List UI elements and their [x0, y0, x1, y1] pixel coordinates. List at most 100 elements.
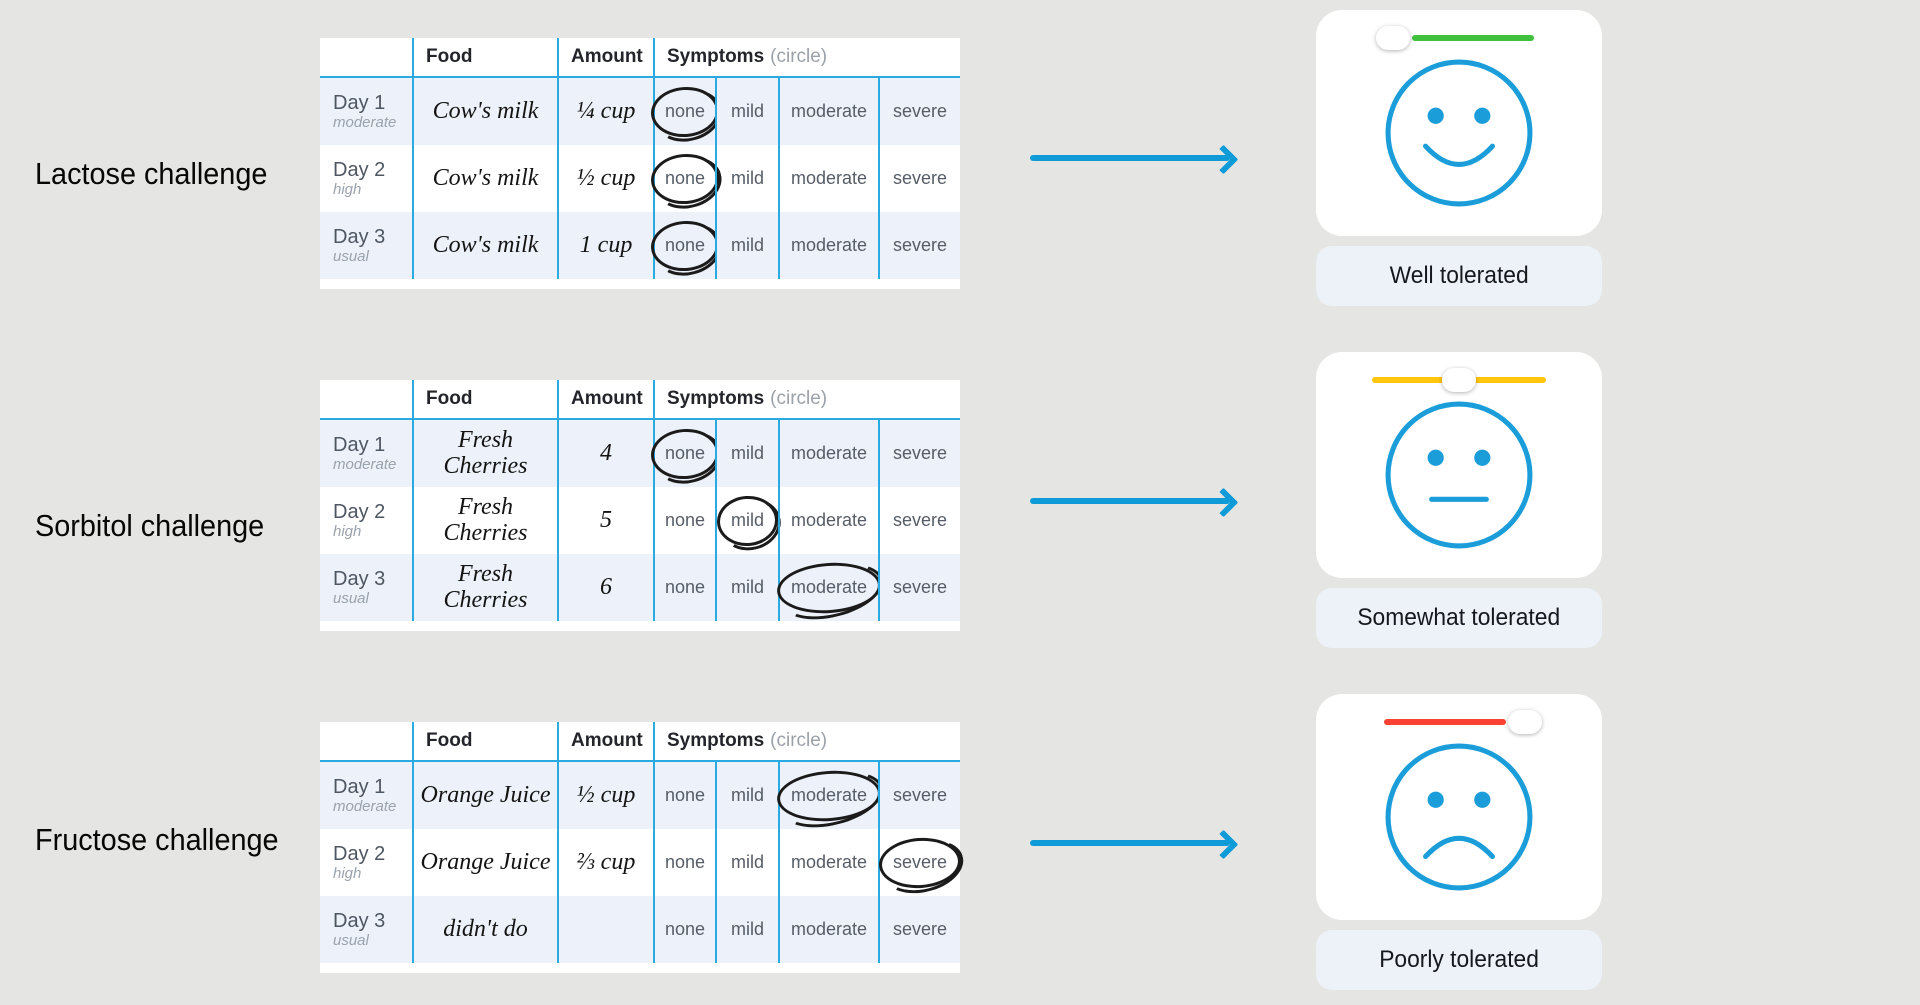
symptom-cell-mild: mild	[715, 487, 778, 554]
arrow-icon	[1030, 840, 1230, 846]
symptom-cell-severe: severe	[878, 78, 960, 145]
symptom-cell-severe: severe	[878, 212, 960, 279]
header-food: Food	[412, 380, 557, 420]
food-cell: Cow's milk	[412, 212, 557, 279]
amount-cell: 6	[557, 554, 653, 621]
tolerance-slider	[1384, 709, 1542, 735]
slider-track	[1384, 719, 1506, 725]
slider-knob-icon	[1508, 710, 1542, 734]
symptom-cell-severe: severe	[878, 487, 960, 554]
symptom-cell-none: none	[653, 554, 715, 621]
symptom-cell-mild: mild	[715, 145, 778, 212]
symptom-cell-moderate: moderate	[778, 212, 878, 279]
symptom-cell-moderate: moderate	[778, 420, 878, 487]
header-symptoms-word: Symptoms	[667, 46, 765, 67]
slider-knob-icon	[1376, 26, 1410, 50]
diary-table-lactose: Food Amount Symptoms (circle) Day 1 mode…	[320, 38, 960, 289]
result-label-poorly-tolerated: Poorly tolerated	[1316, 930, 1602, 990]
food-cell: Cow's milk	[412, 145, 557, 212]
header-empty-cell	[320, 722, 412, 762]
header-symptoms-note: (circle)	[770, 730, 828, 751]
tolerance-slider	[1376, 25, 1534, 51]
day-cell: Day 2 high	[333, 842, 386, 882]
sad-face-icon	[1385, 743, 1533, 891]
header-symptoms: Symptoms (circle)	[653, 722, 960, 762]
symptom-cell-severe: severe	[878, 420, 960, 487]
amount-cell: 5	[557, 487, 653, 554]
arrow-icon	[1030, 498, 1230, 504]
day-cell: Day 3 usual	[320, 212, 412, 279]
symptom-cell-moderate: moderate	[778, 78, 878, 145]
header-food: Food	[412, 38, 557, 78]
amount-cell: ⅔ cup	[557, 829, 653, 896]
symptom-cell-mild: mild	[715, 554, 778, 621]
symptom-cell-mild: mild	[715, 420, 778, 487]
food-cell: didn't do	[412, 896, 557, 963]
header-symptoms-note: (circle)	[770, 388, 828, 409]
result-label-somewhat-tolerated: Somewhat tolerated	[1316, 588, 1602, 648]
symptom-cell-none: none	[653, 212, 715, 279]
symptom-cell-moderate: moderate	[778, 896, 878, 963]
symptom-cell-none: none	[653, 762, 715, 829]
header-symptoms-note: (circle)	[770, 46, 828, 67]
symptom-cell-none: none	[653, 896, 715, 963]
header-empty-cell	[320, 38, 412, 78]
challenge-label-fructose: Fructose challenge	[35, 822, 279, 857]
day-cell: Day 3 usual	[320, 554, 412, 621]
symptom-cell-severe: severe	[878, 829, 960, 896]
food-cell: Fresh Cherries	[412, 487, 557, 554]
symptom-cell-severe: severe	[878, 762, 960, 829]
header-empty-cell	[320, 380, 412, 420]
food-cell: Fresh Cherries	[412, 420, 557, 487]
symptom-cell-severe: severe	[878, 896, 960, 963]
symptom-cell-mild: mild	[715, 78, 778, 145]
symptom-cell-severe: severe	[878, 145, 960, 212]
symptom-cell-moderate: moderate	[778, 145, 878, 212]
amount-cell: 4	[557, 420, 653, 487]
amount-cell: ¼ cup	[557, 78, 653, 145]
header-food: Food	[412, 722, 557, 762]
amount-cell: ½ cup	[557, 145, 653, 212]
header-amount: Amount	[557, 380, 653, 420]
result-card-sorbitol	[1316, 352, 1602, 578]
happy-face-icon	[1385, 59, 1533, 207]
slider-track	[1412, 35, 1534, 41]
diary-table-fructose: Food Amount Symptoms (circle) Day 1 mode…	[320, 722, 960, 973]
symptom-cell-moderate: moderate	[778, 762, 878, 829]
header-amount: Amount	[557, 38, 653, 78]
symptom-cell-mild: mild	[715, 762, 778, 829]
symptom-cell-none: none	[653, 829, 715, 896]
symptom-cell-mild: mild	[715, 829, 778, 896]
day-cell: Day 2 high	[333, 158, 386, 198]
result-label-well-tolerated: Well tolerated	[1316, 246, 1602, 306]
challenge-label-lactose: Lactose challenge	[35, 156, 268, 191]
header-symptoms-word: Symptoms	[667, 388, 765, 409]
symptom-cell-mild: mild	[715, 896, 778, 963]
challenge-label-sorbitol: Sorbitol challenge	[35, 508, 265, 543]
symptom-cell-none: none	[653, 145, 715, 212]
symptom-cell-none: none	[653, 78, 715, 145]
symptom-cell-moderate: moderate	[778, 829, 878, 896]
food-cell: Cow's milk	[412, 78, 557, 145]
symptom-cell-mild: mild	[715, 212, 778, 279]
diary-table-sorbitol: Food Amount Symptoms (circle) Day 1 mode…	[320, 380, 960, 631]
tolerance-slider	[1372, 367, 1546, 393]
symptom-cell-moderate: moderate	[778, 487, 878, 554]
header-symptoms: Symptoms (circle)	[653, 38, 960, 78]
result-card-lactose	[1316, 10, 1602, 236]
day-cell: Day 1 moderate	[320, 762, 412, 829]
amount-cell: 1 cup	[557, 212, 653, 279]
day-cell: Day 1 moderate	[320, 420, 412, 487]
header-symptoms: Symptoms (circle)	[653, 380, 960, 420]
day-cell: Day 1 moderate	[320, 78, 412, 145]
symptom-cell-severe: severe	[878, 554, 960, 621]
neutral-face-icon	[1385, 401, 1533, 549]
result-card-fructose	[1316, 694, 1602, 920]
symptom-cell-none: none	[653, 420, 715, 487]
day-cell: Day 2 high	[333, 500, 386, 540]
header-symptoms-word: Symptoms	[667, 730, 765, 751]
symptom-cell-moderate: moderate	[778, 554, 878, 621]
food-cell: Orange Juice	[412, 829, 557, 896]
food-cell: Fresh Cherries	[412, 554, 557, 621]
